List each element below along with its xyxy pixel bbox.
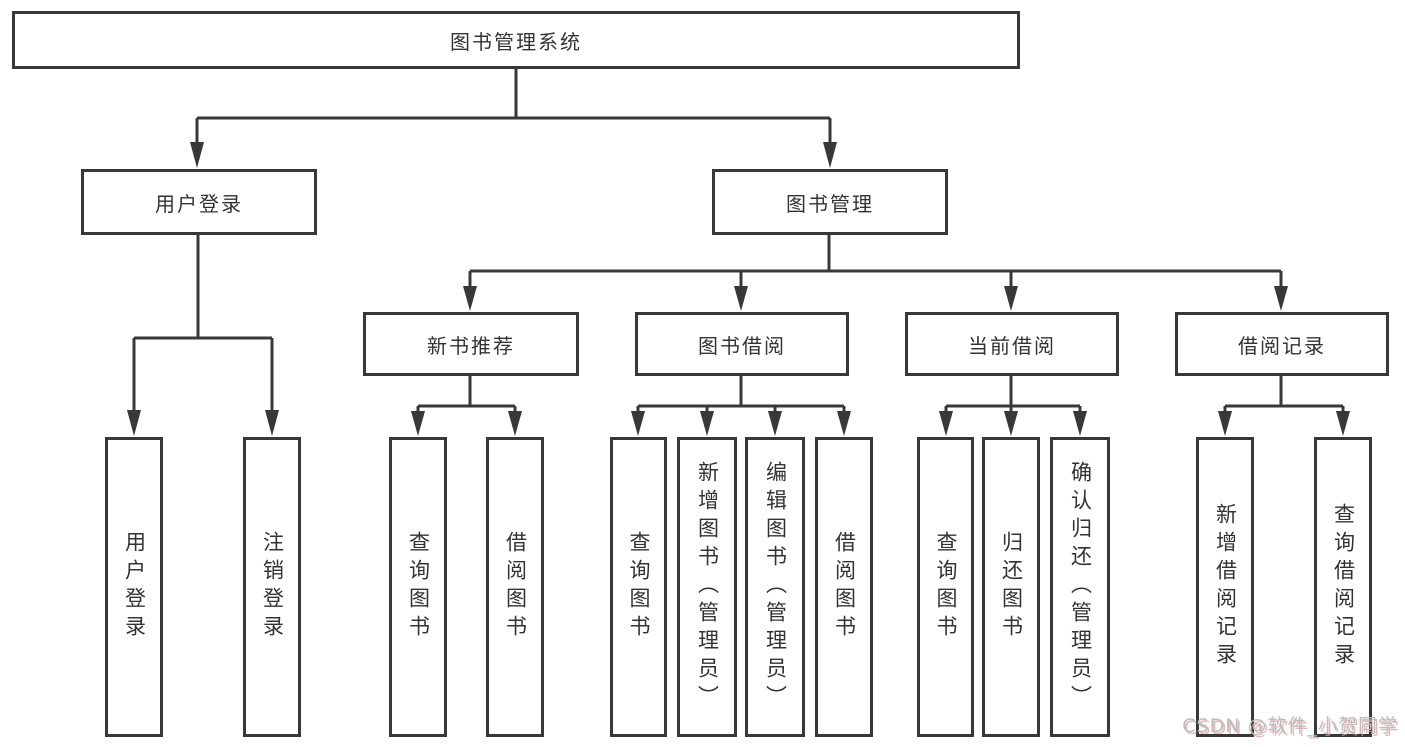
- node-new-book-recommend: 新书推荐: [363, 312, 579, 376]
- leaf-confirm-return-admin-label: 确认归还（管理员）: [1068, 461, 1093, 713]
- node-book-management-branch-label: 图书管理: [786, 191, 874, 216]
- connector-user-login-children: [132, 235, 274, 413]
- leaf-add-books-admin: 新增图书（管理员）: [677, 437, 737, 737]
- connector-root-to-branches: [195, 69, 832, 146]
- leaf-query-borrow-record: 查询借阅记录: [1314, 437, 1372, 737]
- connector-book-management-groups: [468, 235, 1283, 289]
- leaf-user-login-label: 用户登录: [122, 531, 147, 643]
- node-root-label: 图书管理系统: [450, 29, 582, 54]
- node-book-management-branch: 图书管理: [712, 169, 948, 235]
- leaf-query-books-recommend: 查询图书: [389, 437, 447, 737]
- leaf-return-books: 归还图书: [982, 437, 1040, 737]
- leaf-logout-label: 注销登录: [260, 531, 285, 643]
- node-new-book-recommend-label: 新书推荐: [427, 333, 515, 358]
- node-borrow-records-label: 借阅记录: [1238, 333, 1326, 358]
- leaf-return-books-label: 归还图书: [999, 531, 1024, 643]
- node-current-borrow-label: 当前借阅: [968, 333, 1056, 358]
- connector-borrow-record-children: [1223, 376, 1345, 414]
- leaf-edit-books-admin: 编辑图书（管理员）: [745, 437, 805, 737]
- leaf-query-books-recommend-label: 查询图书: [406, 531, 431, 643]
- leaf-query-borrow-record-label: 查询借阅记录: [1331, 503, 1356, 671]
- leaf-add-books-admin-label: 新增图书（管理员）: [695, 461, 720, 713]
- node-user-login-branch-label: 用户登录: [155, 191, 243, 216]
- connector-new-book-children: [416, 376, 517, 414]
- connector-book-borrow-children: [636, 376, 846, 414]
- node-root-system: 图书管理系统: [12, 11, 1020, 69]
- leaf-add-borrow-record: 新增借阅记录: [1196, 437, 1254, 737]
- leaf-edit-books-admin-label: 编辑图书（管理员）: [763, 461, 788, 713]
- leaf-borrow-books-recommend-label: 借阅图书: [503, 531, 528, 643]
- arrow-heads: [127, 142, 1350, 436]
- leaf-borrow-books-recommend: 借阅图书: [486, 437, 544, 737]
- csdn-watermark: CSDN @软件_小贺同学: [1182, 715, 1398, 737]
- leaf-confirm-return-admin: 确认归还（管理员）: [1050, 437, 1110, 737]
- leaf-logout: 注销登录: [243, 437, 301, 737]
- node-book-borrow-label: 图书借阅: [698, 333, 786, 358]
- leaf-query-books-current: 查询图书: [917, 437, 974, 737]
- leaf-query-books-current-label: 查询图书: [934, 531, 959, 643]
- leaf-borrow-books: 借阅图书: [815, 437, 873, 737]
- leaf-borrow-books-label: 借阅图书: [832, 531, 857, 643]
- leaf-add-borrow-record-label: 新增借阅记录: [1213, 503, 1238, 671]
- leaf-query-books-borrow-label: 查询图书: [627, 531, 652, 643]
- connector-current-borrow-children: [944, 376, 1082, 414]
- leaf-query-books-borrow: 查询图书: [610, 437, 667, 737]
- node-current-borrow: 当前借阅: [905, 312, 1119, 376]
- node-book-borrow: 图书借阅: [635, 312, 849, 376]
- node-borrow-records: 借阅记录: [1175, 312, 1389, 376]
- node-user-login-branch: 用户登录: [81, 169, 317, 235]
- leaf-user-login: 用户登录: [105, 437, 163, 737]
